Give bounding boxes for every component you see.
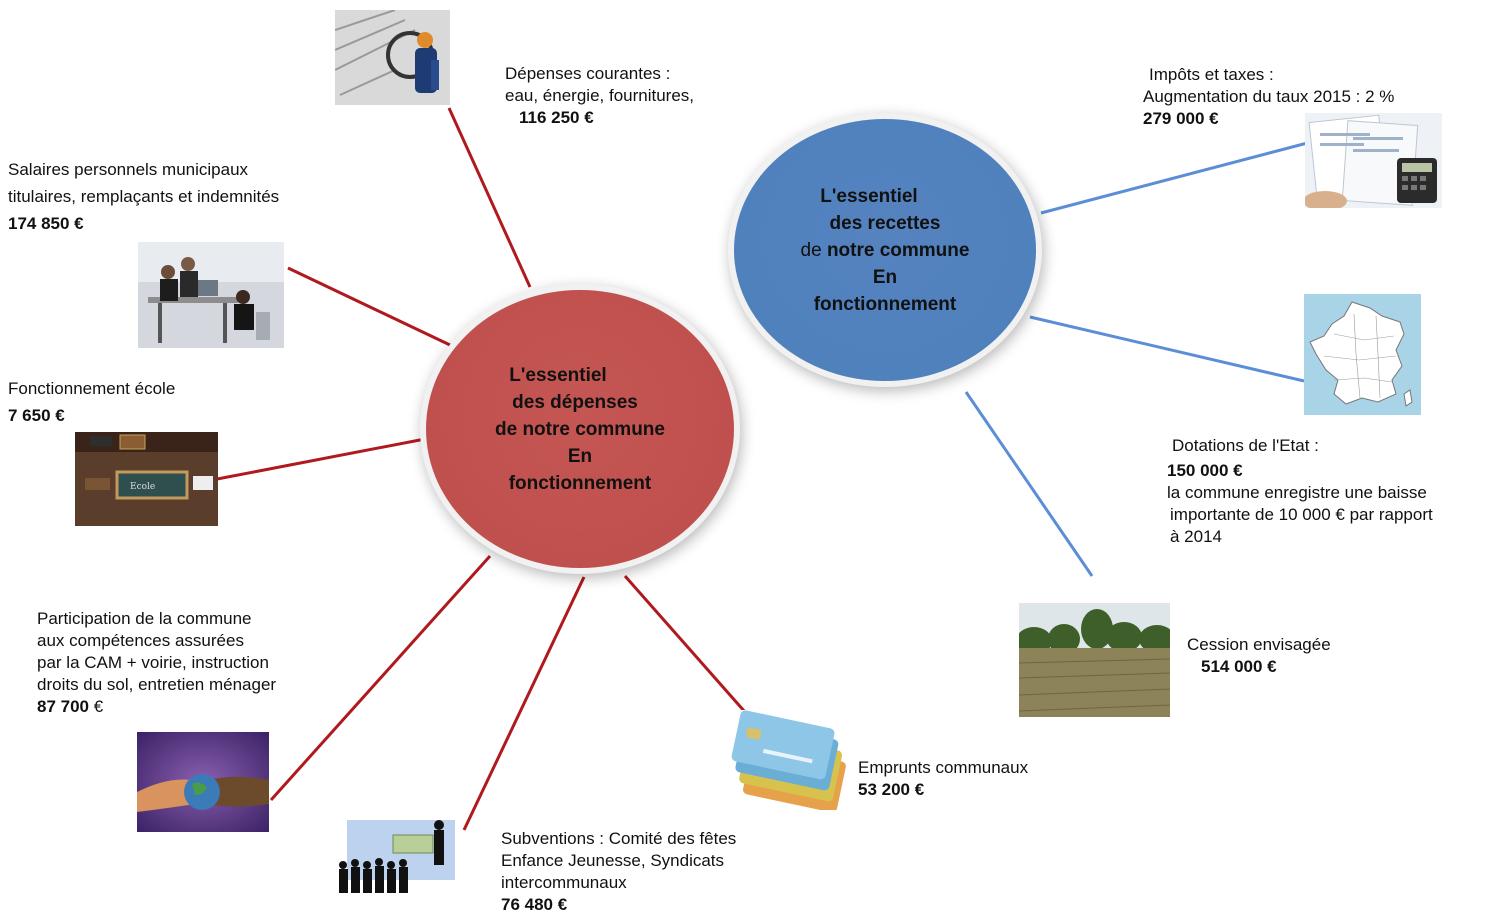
expenses-hub-line1: L'essentiel — [509, 364, 607, 386]
revenues-hub: L'essentiel des recettes de notre commun… — [734, 119, 1036, 381]
bank-cards-photo — [722, 710, 852, 810]
current-expenses-amount: 116 250 € — [519, 108, 594, 127]
current-expenses-label: Dépenses courantes : eau, énergie, fourn… — [505, 63, 694, 129]
revenues-hub-line5: fonctionnement — [813, 293, 957, 315]
connector-loans — [623, 575, 747, 713]
sale-label: Cession envisagée 514 000 € — [1187, 634, 1331, 678]
connector-participation — [269, 554, 492, 802]
expenses-hub-line2: des dépenses — [512, 391, 638, 413]
revenues-hub-line1: L'essentiel — [820, 185, 918, 207]
subsidies-line3: intercommunaux — [501, 873, 627, 892]
salaries-amount: 174 850 € — [8, 214, 84, 233]
connector-state-grants — [1029, 315, 1305, 383]
participation-line3: par la CAM + voirie, instruction — [37, 653, 269, 672]
revenues-hub-line3: de notre commune — [801, 237, 970, 264]
expenses-hub-line4: En — [567, 445, 593, 467]
loans-line1: Emprunts communaux — [858, 758, 1029, 777]
subsidies-amount: 76 480 € — [501, 895, 568, 914]
subsidies-line2: Enfance Jeunesse, Syndicats — [501, 851, 725, 870]
joined-hands-photo — [137, 732, 269, 832]
school-line1: Fonctionnement école — [8, 379, 176, 398]
participation-line4: droits du sol, entretien ménager — [37, 675, 277, 694]
state-grants-line3: la commune enregistre une baisse — [1167, 483, 1427, 502]
state-grants-label: Dotations de l'Etat : 150 000 € la commu… — [1167, 435, 1433, 548]
connector-subsidies — [462, 576, 586, 831]
participation-label: Participation de la commune aux compéten… — [37, 608, 276, 718]
connector-taxes — [1040, 139, 1316, 215]
state-grants-line1: Dotations de l'Etat : — [1172, 436, 1319, 455]
taxes-amount: 279 000 € — [1143, 109, 1219, 128]
connector-current — [447, 107, 532, 288]
revenues-hub-line2: des recettes — [829, 212, 941, 234]
state-grants-line5: à 2014 — [1170, 527, 1222, 546]
svg-text:Ecole: Ecole — [130, 482, 155, 492]
state-grants-line4: importante de 10 000 € par rapport — [1170, 505, 1433, 524]
loans-label: Emprunts communaux 53 200 € — [858, 757, 1028, 801]
current-expenses-line2: eau, énergie, fournitures, — [505, 86, 695, 105]
tax-forms-calculator-photo — [1305, 113, 1442, 208]
field-landscape-photo — [1019, 603, 1170, 717]
expenses-hub-line5: fonctionnement — [508, 472, 652, 494]
taxes-line1: Impôts et taxes : — [1149, 65, 1274, 84]
crowd-money-photo — [335, 805, 459, 895]
school-amount: 7 650 € — [8, 406, 65, 425]
school-label: Fonctionnement école 7 650 € — [8, 378, 175, 427]
expenses-hub-line3: de notre commune — [495, 418, 665, 440]
participation-amount: 87 700 — [37, 697, 89, 716]
office-workers-photo — [138, 242, 284, 348]
connector-salaries — [287, 266, 451, 347]
france-map-photo — [1304, 294, 1421, 415]
connector-school — [211, 437, 426, 482]
participation-line1: Participation de la commune — [37, 609, 252, 628]
expenses-hub: L'essentiel des dépenses de notre commun… — [426, 290, 734, 568]
sale-amount: 514 000 € — [1201, 657, 1277, 676]
salaries-line1: Salaires personnels municipaux — [8, 160, 249, 179]
technician-cables-photo — [335, 10, 450, 105]
revenues-hub-line3-prefix: de — [800, 239, 822, 261]
salaries-line2: titulaires, remplaçants et indemnités — [8, 187, 280, 206]
taxes-label: Impôts et taxes : Augmentation du taux 2… — [1143, 64, 1394, 130]
participation-currency: € — [93, 697, 104, 716]
revenues-hub-line3-rest: notre commune — [826, 239, 970, 261]
school-slate-photo: Ecole — [75, 432, 218, 526]
salaries-label: Salaires personnels municipaux titulaire… — [8, 159, 279, 235]
loans-amount: 53 200 € — [858, 780, 925, 799]
revenues-hub-line4: En — [872, 266, 898, 288]
current-expenses-line1: Dépenses courantes : — [505, 64, 671, 83]
taxes-line2: Augmentation du taux 2015 : 2 % — [1143, 87, 1395, 106]
sale-line1: Cession envisagée — [1187, 635, 1331, 654]
subsidies-line1: Subventions : Comité des fêtes — [501, 829, 737, 848]
participation-line2: aux compétences assurées — [37, 631, 244, 650]
state-grants-amount: 150 000 € — [1167, 461, 1243, 480]
subsidies-label: Subventions : Comité des fêtes Enfance J… — [501, 828, 736, 916]
connector-sale — [964, 391, 1094, 577]
